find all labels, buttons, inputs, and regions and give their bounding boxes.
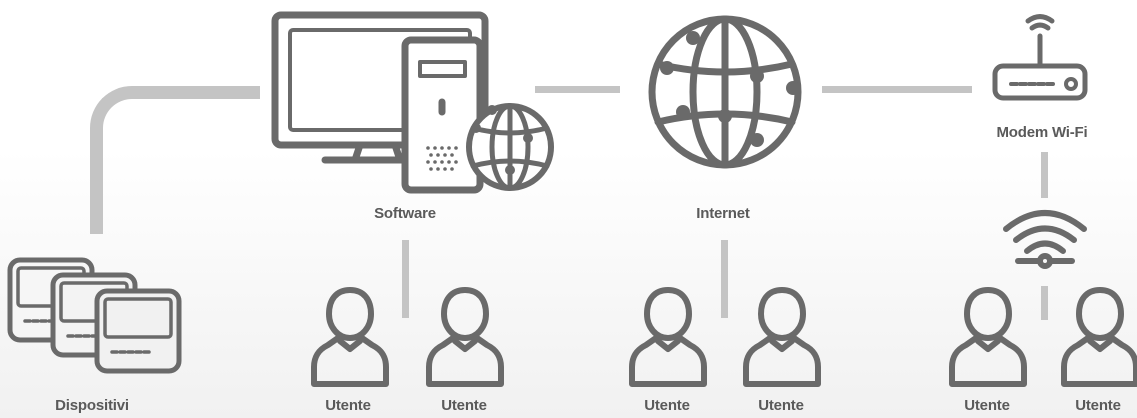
connector-internet-users <box>721 240 728 318</box>
modem-label: Modem Wi-Fi <box>996 124 1088 141</box>
wifi-signal-icon <box>1003 210 1087 269</box>
connector-software-internet <box>535 86 620 93</box>
desktop-computer-icon <box>271 11 554 194</box>
wifi-router-icon <box>992 14 1088 101</box>
connector-modem-wifi <box>1041 152 1048 198</box>
user-label: Utente <box>441 397 487 414</box>
connector-wifi-users <box>1041 286 1048 320</box>
user-label: Utente <box>1075 397 1121 414</box>
user-label: Utente <box>644 397 690 414</box>
internet-label: Internet <box>696 205 750 222</box>
software-label: Software <box>374 205 436 222</box>
user-icon <box>426 287 504 387</box>
connector-software-users <box>402 240 409 318</box>
device-panels-icon <box>7 257 182 374</box>
user-label: Utente <box>325 397 371 414</box>
devices-label: Dispositivi <box>55 397 129 414</box>
user-icon <box>629 287 707 387</box>
globe-icon <box>648 15 802 169</box>
user-icon <box>311 287 389 387</box>
connector-devices-software <box>90 86 260 234</box>
user-label: Utente <box>964 397 1010 414</box>
user-icon <box>949 287 1027 387</box>
connector-internet-modem <box>822 86 972 93</box>
user-icon <box>743 287 821 387</box>
user-icon <box>1061 287 1137 387</box>
user-label: Utente <box>758 397 804 414</box>
